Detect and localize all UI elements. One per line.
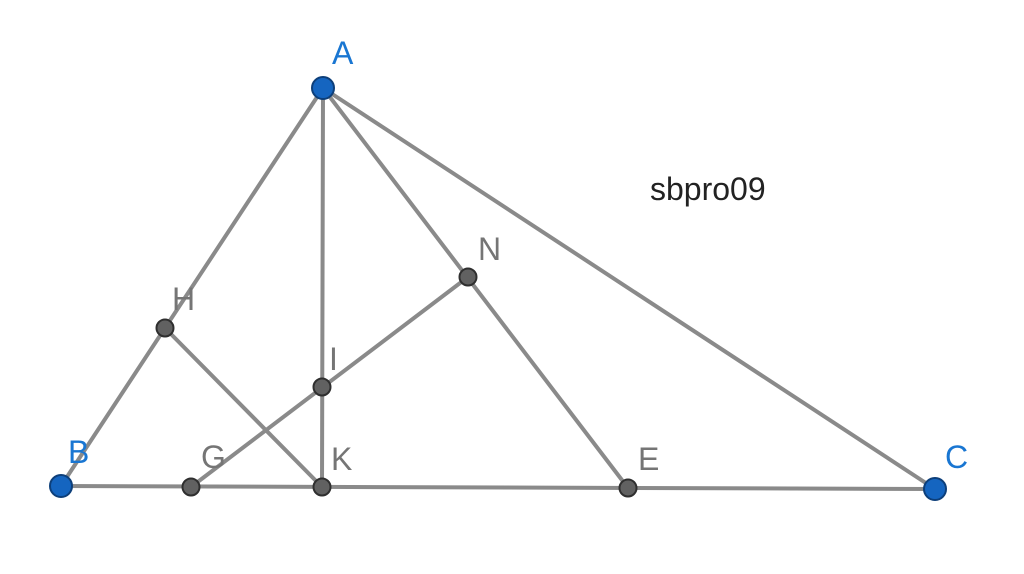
diagram-caption: sbpro09	[650, 171, 766, 207]
point-k[interactable]	[312, 477, 332, 497]
labels-layer: A B C H N I G K E	[68, 35, 968, 477]
label-g: G	[201, 439, 226, 475]
label-n: N	[478, 231, 501, 267]
label-h: H	[172, 281, 195, 317]
label-e: E	[638, 441, 659, 477]
label-b: B	[68, 434, 89, 470]
segment-hk	[163, 326, 324, 489]
segment-ac	[321, 86, 937, 491]
points-layer	[49, 76, 947, 501]
point-e[interactable]	[618, 478, 638, 498]
segment-ae	[321, 86, 630, 490]
point-c[interactable]	[923, 477, 947, 501]
point-g[interactable]	[181, 477, 201, 497]
point-n[interactable]	[458, 267, 478, 287]
label-i: I	[329, 341, 338, 377]
point-i[interactable]	[312, 377, 332, 397]
segments-layer	[59, 86, 937, 491]
point-h[interactable]	[155, 318, 175, 338]
point-a[interactable]	[311, 76, 335, 100]
segment-ak	[320, 86, 325, 489]
label-k: K	[331, 441, 352, 477]
segment-bc	[59, 484, 937, 491]
segment-ab	[59, 86, 325, 488]
label-c: C	[945, 439, 968, 475]
point-b[interactable]	[49, 474, 73, 498]
label-a: A	[332, 35, 354, 71]
